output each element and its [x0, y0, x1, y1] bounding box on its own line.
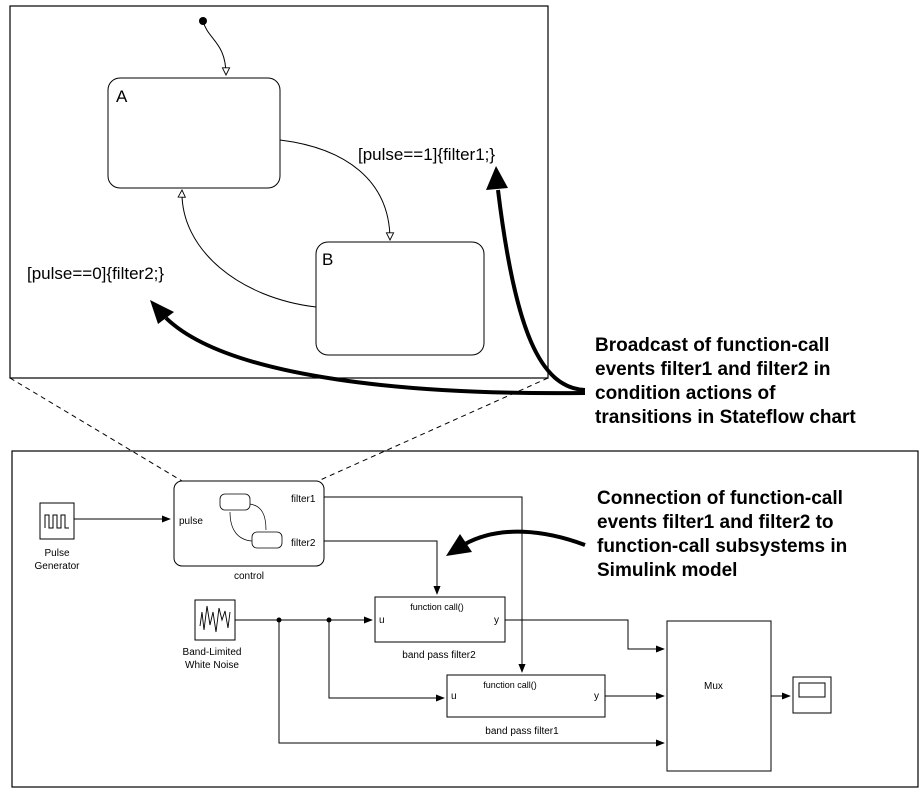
filter2-header: function call()	[410, 602, 464, 612]
control-output2-label: filter2	[291, 538, 316, 549]
state-b[interactable]	[315, 241, 485, 356]
state-a-label: A	[116, 87, 128, 106]
chart-mini-state-1	[219, 493, 251, 511]
callout-arrow-connection	[464, 529, 586, 547]
branch-point-2	[326, 617, 332, 623]
mux-block[interactable]	[666, 620, 772, 772]
transition-a-to-b[interactable]	[279, 139, 390, 240]
chart-mini-state-2	[251, 531, 283, 549]
scope-screen-icon	[798, 682, 826, 698]
control-output1-label: filter1	[291, 494, 316, 505]
chart-mini-transition-2	[229, 511, 253, 542]
filter1-signal[interactable]	[324, 496, 526, 673]
chart-mini-transition-1	[249, 503, 267, 531]
connection-callout-line: events filter1 and filter2 to	[597, 512, 834, 533]
default-transition	[202, 20, 226, 75]
connection-callout-text: Connection of function-call events filte…	[597, 487, 847, 583]
control-block-name: control	[234, 571, 264, 582]
simulink-panel	[11, 450, 919, 788]
zoom-line-left	[9, 377, 183, 482]
broadcast-callout-line: transitions in Stateflow chart	[595, 407, 856, 428]
signal-lines	[74, 496, 791, 747]
mux-label: Mux	[704, 681, 723, 692]
filter1-in-port: u	[451, 691, 457, 702]
callout-arrow-filter2-head	[150, 300, 174, 324]
noise-signal-to-filter1[interactable]	[328, 620, 445, 702]
connection-callout-line: Simulink model	[597, 560, 738, 581]
broadcast-callout-line: condition actions of	[595, 383, 776, 404]
noise-icon	[199, 605, 231, 633]
state-a[interactable]	[107, 77, 281, 189]
state-b-label: B	[322, 250, 333, 269]
broadcast-callout-text: Broadcast of function-call events filter…	[595, 334, 856, 430]
broadcast-callout-line: Broadcast of function-call	[595, 335, 830, 356]
control-input-label: pulse	[179, 516, 203, 527]
transition-b-to-a[interactable]	[182, 190, 317, 308]
pulse-icon	[44, 514, 69, 529]
noise-signal-to-mux[interactable]	[278, 620, 665, 747]
filter2-out-port: y	[494, 615, 499, 626]
connection-callout-line: Connection of function-call	[597, 488, 843, 509]
band-pass-filter2-block[interactable]	[374, 596, 506, 643]
filter2-signal[interactable]	[324, 540, 441, 595]
callout-arrow-filter2	[164, 316, 586, 396]
white-noise-block[interactable]	[194, 599, 236, 641]
filter1-header: function call()	[483, 680, 537, 690]
transition-b-to-a-label: [pulse==0]{filter2;}	[27, 264, 164, 283]
filter1-name: band pass filter1	[485, 726, 559, 737]
callout-arrow-connection-head	[446, 534, 472, 556]
white-noise-label-1: Band-Limited	[183, 647, 242, 658]
broadcast-callout-line: events filter1 and filter2 in	[595, 359, 831, 380]
control-chart-block[interactable]	[173, 480, 325, 567]
band-pass-filter1-block[interactable]	[446, 674, 606, 718]
pulse-generator-label-1: Pulse	[44, 548, 69, 559]
branch-point-1	[276, 617, 282, 623]
callout-arrow-filter1	[496, 189, 586, 392]
pulse-generator-label-2: Generator	[34, 561, 80, 572]
zoom-line-right	[317, 377, 549, 482]
filter1-out-port: y	[594, 691, 599, 702]
filter2-name: band pass filter2	[402, 650, 476, 661]
white-noise-label-2: White Noise	[185, 660, 239, 671]
callout-arrow-filter1-head	[486, 166, 508, 190]
connection-callout-line: function-call subsystems in	[597, 536, 848, 557]
filter2-output-signal[interactable]	[505, 619, 665, 653]
transition-a-to-b-label: [pulse==1]{filter1;}	[358, 145, 495, 164]
stateflow-panel	[9, 5, 549, 379]
filter2-in-port: u	[379, 615, 385, 626]
